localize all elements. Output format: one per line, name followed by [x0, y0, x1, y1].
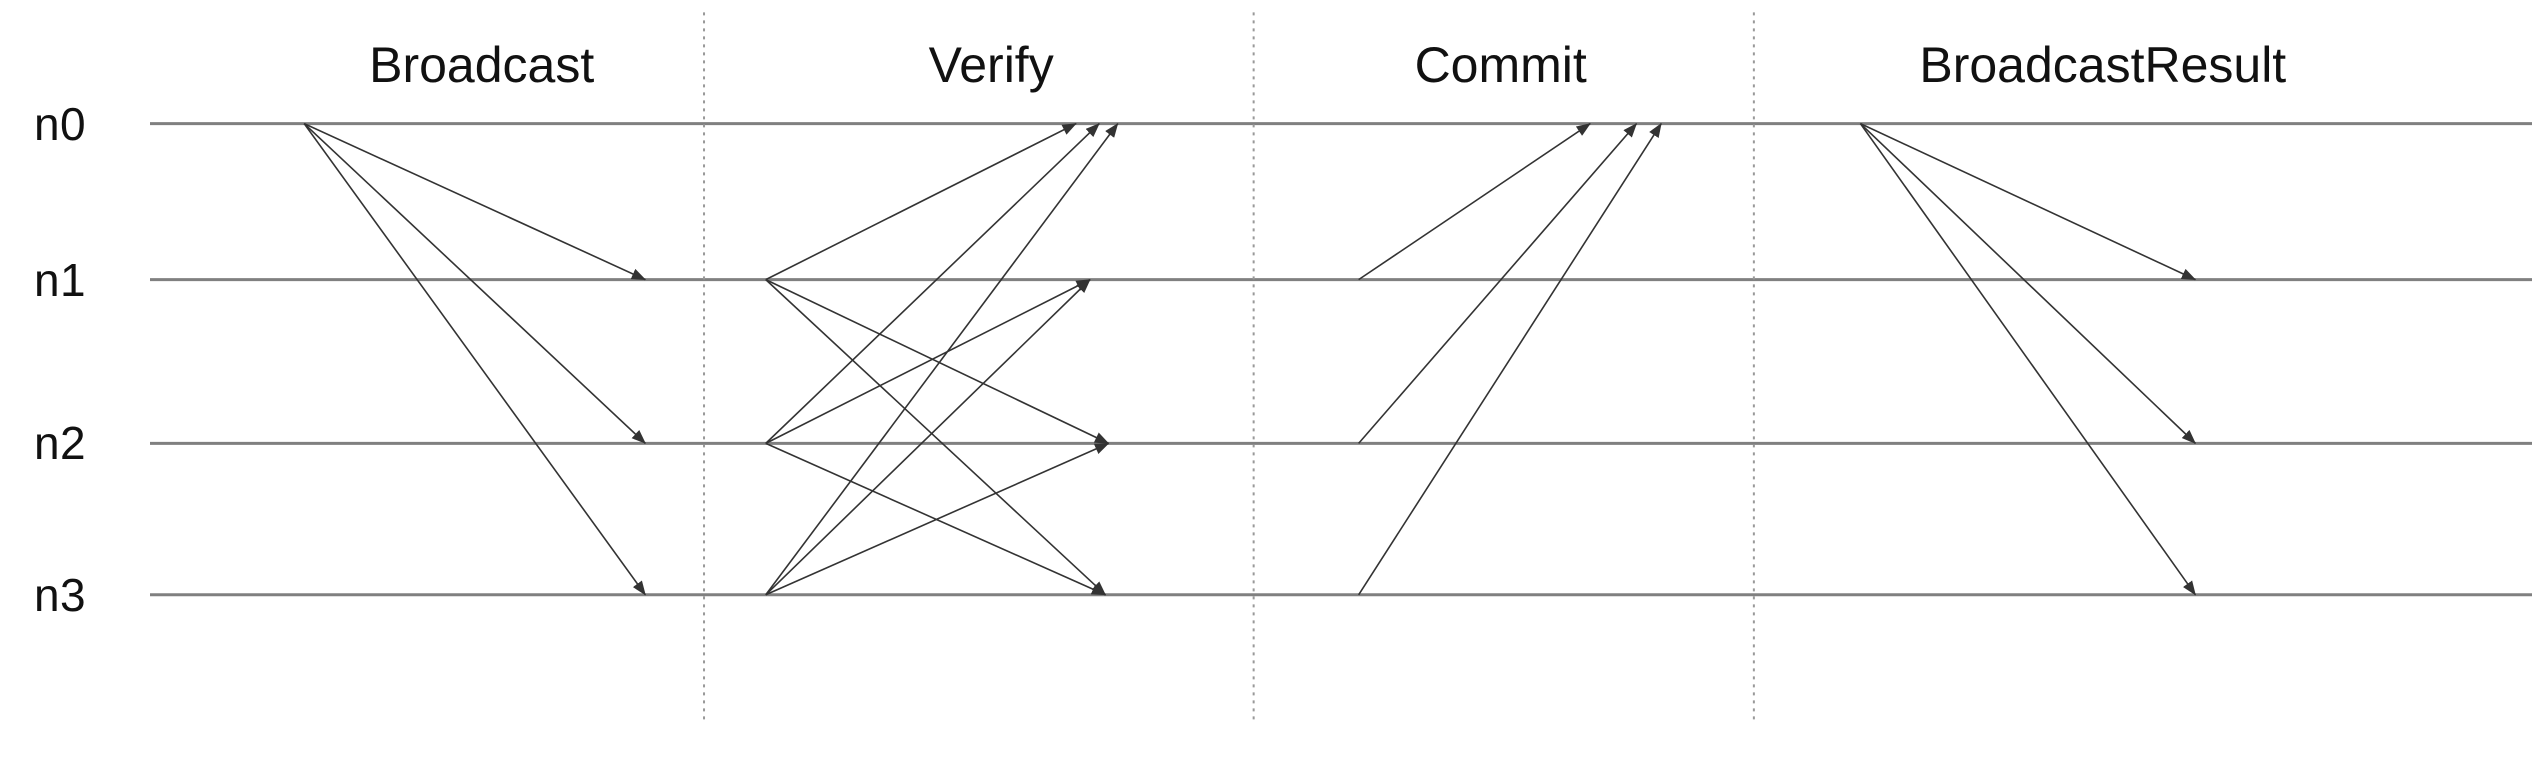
message-broadcastresult-n0-to-n1: [1860, 124, 2197, 280]
phase-dividers-group: [704, 12, 1754, 720]
node-label-n3: n3: [33, 568, 87, 621]
message-verify-n2-to-n0: [766, 124, 1101, 444]
messages-group: [304, 122, 2197, 596]
lifelines-group: [150, 124, 2532, 595]
node-label-n0: n0: [33, 97, 87, 150]
message-broadcast-n0-to-n2: [304, 124, 647, 444]
message-verify-n1-to-n2: [766, 280, 1110, 444]
message-verify-n2-to-n1: [766, 280, 1092, 444]
message-verify-n1-to-n3: [766, 280, 1107, 595]
message-broadcastresult-n0-to-n3: [1860, 124, 2195, 596]
message-verify-n3-to-n1: [766, 280, 1091, 595]
node-label-n1: n1: [33, 253, 87, 306]
message-verify-n1-to-n0: [766, 124, 1078, 280]
node-label-n2: n2: [33, 417, 87, 470]
message-verify-n3-to-n0: [766, 122, 1118, 595]
message-commit-n2-to-n0: [1359, 122, 1637, 444]
phase-label-broadcast: Broadcast: [369, 36, 595, 93]
phase-label-broadcastresult: BroadcastResult: [1919, 36, 2287, 93]
message-commit-n1-to-n0: [1359, 124, 1592, 280]
phase-label-commit: Commit: [1414, 36, 1587, 93]
phase-label-verify: Verify: [928, 36, 1054, 93]
message-broadcastresult-n0-to-n2: [1860, 124, 2197, 444]
message-commit-n3-to-n0: [1359, 122, 1662, 595]
message-verify-n2-to-n3: [766, 443, 1107, 594]
message-broadcast-n0-to-n1: [304, 124, 647, 280]
message-broadcast-n0-to-n3: [304, 124, 645, 596]
